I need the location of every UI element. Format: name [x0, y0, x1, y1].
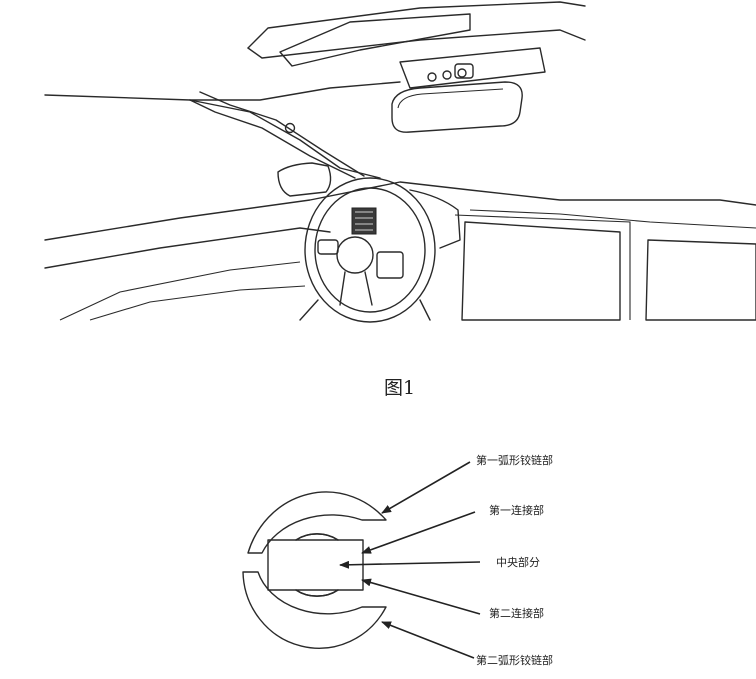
sun-visor — [279, 13, 471, 67]
leader-second-arc-hinge — [381, 621, 475, 659]
dashboard-top — [44, 181, 756, 241]
rear-view-mirror — [391, 81, 523, 133]
overhead-light-mid — [442, 70, 452, 80]
steering-spoke-right — [376, 251, 404, 279]
overhead-light-right — [457, 68, 467, 78]
leader-first-connector — [361, 511, 476, 554]
pillar-camera — [284, 122, 296, 134]
overhead-console — [399, 47, 546, 89]
label-second-connector: 第二连接部 — [489, 606, 544, 620]
second-arc-hinge-shape — [242, 571, 387, 649]
steering-column — [299, 299, 431, 321]
steering-spoke-bottom — [339, 271, 373, 306]
a-pillar-outer — [44, 94, 381, 179]
center-part-bottom-notch — [295, 589, 339, 597]
instrument-cluster — [409, 189, 461, 249]
mirror-inner-edge — [397, 88, 504, 109]
center-part-top-notch — [295, 533, 339, 541]
roof-headliner — [247, 1, 586, 49]
label-first-connector: 第一连接部 — [489, 503, 544, 517]
door-panel — [59, 261, 301, 321]
roof-edge — [247, 29, 586, 59]
leader-center-part — [339, 560, 481, 569]
car-interior-illustration — [44, 1, 756, 323]
sensor-box — [454, 63, 474, 79]
passenger-display — [645, 239, 756, 321]
label-center-part: 中央部分 — [496, 555, 540, 569]
component-diagram — [242, 491, 387, 649]
center-display — [461, 221, 621, 321]
steering-hub — [336, 236, 374, 274]
dashboard-lower — [44, 227, 331, 269]
door-panel-lower — [89, 285, 306, 321]
a-pillar-strip — [199, 91, 365, 177]
steering-spoke-left — [317, 239, 339, 255]
label-second-arc-hinge: 第二弧形铰链部 — [476, 653, 553, 667]
windshield-top — [189, 81, 401, 101]
overhead-light-left — [427, 72, 437, 82]
leader-second-connector — [361, 578, 481, 615]
label-first-arc-hinge: 第一弧形铰链部 — [476, 453, 553, 467]
center-display-bezel — [454, 214, 631, 320]
leader-first-arc-hinge — [381, 461, 471, 514]
dash-trim — [469, 209, 756, 229]
side-mirror — [277, 162, 332, 197]
steering-wheel-inner — [314, 187, 426, 313]
first-arc-hinge-shape — [247, 491, 387, 554]
figure1-caption: 图1 — [384, 377, 415, 399]
steering-wheel-outer — [304, 177, 436, 323]
a-pillar-inner — [189, 99, 356, 179]
